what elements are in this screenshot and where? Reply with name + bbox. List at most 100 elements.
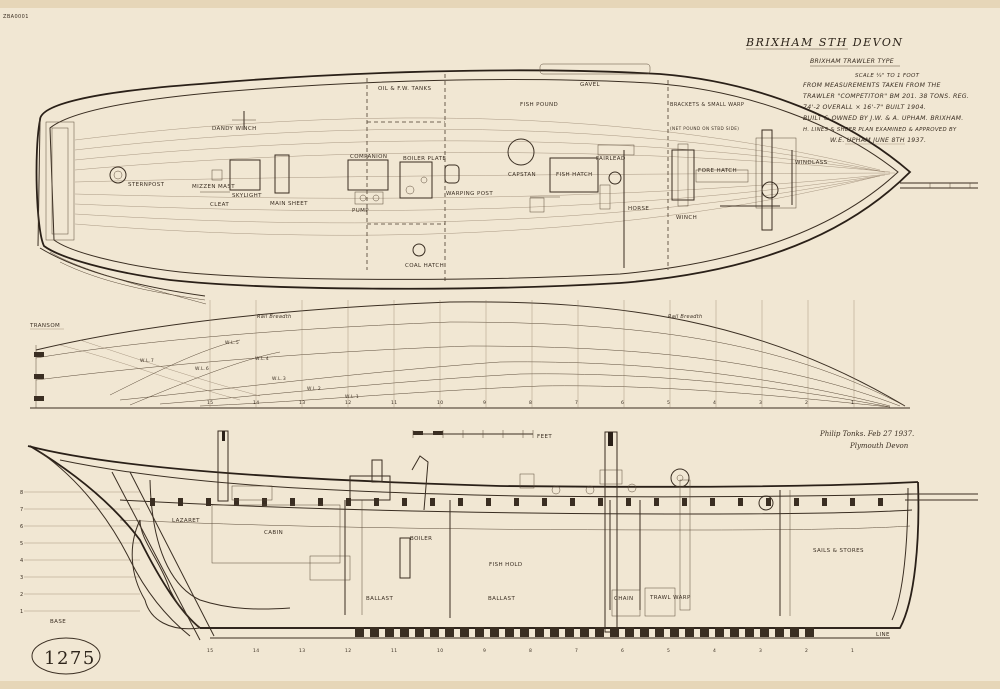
label-windlass: WINDLASS: [795, 160, 828, 166]
ballast-block: [415, 627, 424, 637]
label-cleat: CLEAT: [210, 202, 229, 208]
label-ballast-aft: BALLAST: [366, 596, 393, 602]
signature-line-1: Philip Tonks. Feb 27 1937.: [819, 430, 914, 438]
station-label: 10: [437, 400, 444, 406]
label-ballast-fwd: BALLAST: [488, 596, 515, 602]
ballast-block: [505, 627, 514, 637]
profile-station-label: 3: [759, 648, 762, 654]
stanchion: [150, 498, 155, 506]
title-block: BRIXHAM STH DEVON BRIXHAM TRAWLER TYPE S…: [745, 36, 969, 145]
stanchion: [598, 498, 603, 506]
stanchion: [458, 498, 463, 506]
profile-station-label: 12: [345, 648, 352, 654]
label-lazaret: LAZARET: [172, 518, 200, 524]
ballast-block: [565, 627, 574, 637]
station-label: 15: [207, 400, 214, 406]
label-winch: WINCH: [676, 215, 697, 221]
ballast-block: [355, 627, 364, 637]
label-fore-hatch: FORE HATCH: [698, 168, 737, 174]
label-dandy-winch: DANDY WINCH: [212, 126, 257, 132]
stanchion: [234, 498, 239, 506]
ballast-block: [400, 627, 409, 637]
ballast-block: [760, 627, 769, 637]
stanchion: [850, 498, 855, 506]
station-label: 11: [391, 400, 398, 406]
height-label: 1: [20, 609, 24, 615]
stanchion: [514, 498, 519, 506]
height-label: 8: [20, 490, 24, 496]
signature-block: Philip Tonks. Feb 27 1937. Plymouth Devo…: [819, 430, 914, 450]
ballast-block: [625, 627, 634, 637]
station-label: 4: [713, 400, 716, 406]
label-mizzen-mast: MIZZEN MAST: [192, 184, 235, 190]
profile-station-label: 8: [529, 648, 532, 654]
label-cabin: CABIN: [264, 530, 283, 536]
scale-bar: FEET: [412, 430, 552, 440]
label-fish-pound: FISH POUND: [520, 102, 558, 108]
ballast-block: [535, 627, 544, 637]
stanchion: [766, 498, 771, 506]
label-wl-6: W.L.6: [195, 366, 209, 372]
ballast-block: [745, 627, 754, 637]
ballast-block: [385, 627, 394, 637]
note-line-2: TRAWLER "COMPETITOR" BM 201. 38 TONS. RE…: [803, 93, 969, 100]
station-label: 3: [759, 400, 762, 406]
note-line-3: 74'-2 OVERALL × 16'-7" BUILT 1904.: [803, 104, 926, 111]
ballast-block: [520, 627, 529, 637]
label-boiler-plate: BOILER PLATE: [403, 156, 446, 162]
stanchion: [430, 498, 435, 506]
label-chain: CHAIN: [614, 596, 633, 602]
stanchion: [794, 498, 799, 506]
stanchion: [654, 498, 659, 506]
stanchion: [206, 498, 211, 506]
station-label: 8: [529, 400, 532, 406]
stanchion: [178, 498, 183, 506]
ballast-block: [430, 627, 439, 637]
stanchion: [318, 498, 323, 506]
label-wl-1: W.L.1: [345, 394, 359, 400]
height-label: 3: [20, 575, 24, 581]
stanchion: [262, 498, 267, 506]
lines-plan: TRANSOM Rail Breadth Rail Breadth W.L.7 …: [29, 300, 910, 409]
stanchion: [290, 498, 295, 506]
height-label: 4: [20, 558, 24, 564]
station-label: 12: [345, 400, 352, 406]
profile-station-label: 13: [299, 648, 306, 654]
station-label: 6: [621, 400, 624, 406]
drawing-scale: SCALE ¼" TO 1 FOOT: [855, 73, 920, 79]
ballast-block: [790, 627, 799, 637]
label-line: LINE: [876, 632, 890, 638]
scale-bar-unit: FEET: [537, 434, 552, 440]
stanchion: [402, 498, 407, 506]
corner-reference: ZBA0001: [3, 14, 29, 20]
height-label: 7: [20, 507, 24, 513]
archive-number: 1275: [44, 648, 96, 669]
profile-station-label: 7: [575, 648, 578, 654]
note-line-5: H. LINES & SHEER PLAN EXAMINED & APPROVE…: [803, 127, 957, 133]
label-gavel: GAVEL: [580, 82, 601, 88]
ballast-block: [715, 627, 724, 637]
ballast-block: [370, 627, 379, 637]
stanchion: [346, 498, 351, 506]
profile-station-label: 2: [805, 648, 808, 654]
note-line-1: FROM MEASUREMENTS TAKEN FROM THE: [803, 82, 941, 89]
signature-line-2: Plymouth Devon: [849, 442, 909, 450]
station-label: 13: [299, 400, 306, 406]
label-main-sheet: MAIN SHEET: [270, 201, 308, 207]
ballast-block: [490, 627, 499, 637]
height-label: 2: [20, 592, 24, 598]
label-sails-stores: SAILS & STORES: [813, 548, 864, 554]
deck-plan: DANDY WINCH STERNPOST MIZZEN MAST SKYLIG…: [35, 63, 978, 305]
ballast-block: [460, 627, 469, 637]
drawing-subtitle: BRIXHAM TRAWLER TYPE: [810, 58, 894, 65]
note-line-6: W.E. UPHAM JUNE 8TH 1937.: [830, 137, 926, 144]
label-fish-hold: FISH HOLD: [489, 562, 523, 568]
stanchion: [822, 498, 827, 506]
label-capstan: CAPSTAN: [508, 172, 536, 178]
label-wl-2: W.L.2: [307, 386, 321, 392]
label-boiler: BOILER: [410, 536, 432, 542]
stanchion: [878, 498, 883, 506]
stanchion: [374, 498, 379, 506]
